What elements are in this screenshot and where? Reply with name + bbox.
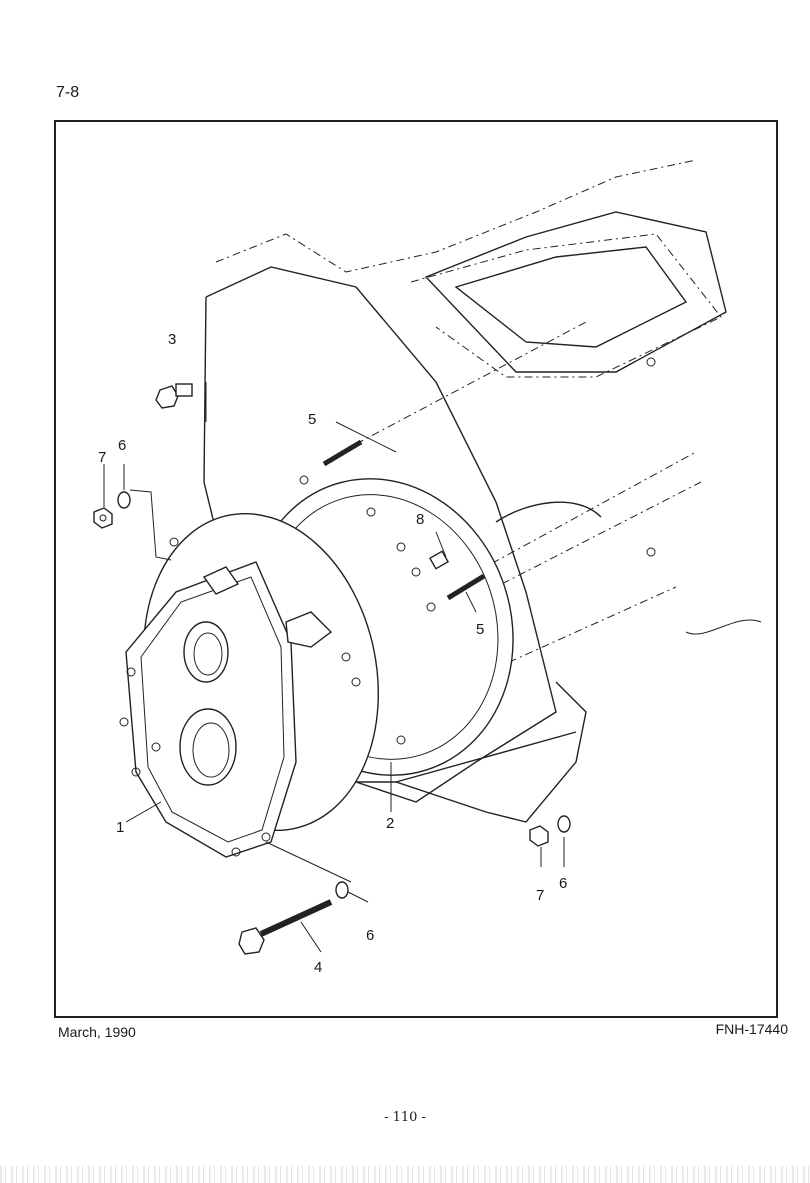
callout-6-left: 6 xyxy=(118,437,126,454)
bolt-head xyxy=(238,927,265,955)
bolt-hole xyxy=(126,667,136,677)
part-4-bolt xyxy=(238,899,333,955)
callout-5-upper: 5 xyxy=(308,411,316,428)
plug-head xyxy=(155,385,179,409)
bolt-holes xyxy=(119,357,656,857)
washer xyxy=(557,815,571,833)
leader-4 xyxy=(300,921,322,953)
leader-6-bottom xyxy=(347,891,369,903)
lower-bore-inner xyxy=(192,722,230,778)
align-line-2 xyxy=(475,451,697,573)
leader-1 xyxy=(125,801,162,823)
callout-6-right: 6 xyxy=(559,875,567,892)
callout-1: 1 xyxy=(116,819,124,836)
upper-bore-inner xyxy=(193,632,223,676)
housing-top-opening xyxy=(410,233,722,378)
mounting-lug xyxy=(285,611,333,648)
parts-diagram-frame: 3 5 7 6 8 5 2 1 7 6 6 4 xyxy=(54,120,778,1018)
housing-boss xyxy=(495,501,602,523)
bolt-hole xyxy=(351,677,361,687)
bolt-leader xyxy=(265,841,352,883)
callout-6-bottom: 6 xyxy=(366,927,374,944)
bolt-hole xyxy=(119,717,129,727)
publication-date: March, 1990 xyxy=(58,1024,136,1040)
leader-5-upper xyxy=(335,421,397,453)
bolt-hole xyxy=(341,652,351,662)
bolt-hole xyxy=(396,542,406,552)
nut xyxy=(93,507,113,529)
page-number: - 110 - xyxy=(384,1110,426,1125)
scan-edge-artifact xyxy=(0,1166,810,1183)
nut-hole xyxy=(99,514,107,522)
bolt-shank xyxy=(259,899,333,937)
part-6-washer-right xyxy=(557,815,571,833)
exploded-parts-diagram: 3 5 7 6 8 5 2 1 7 6 6 4 xyxy=(93,159,762,976)
bolt-hole xyxy=(299,475,309,485)
leader-8 xyxy=(435,531,447,558)
section-number: 7-8 xyxy=(56,84,80,101)
nut xyxy=(529,825,549,847)
bolt-hole xyxy=(426,602,436,612)
bolt-hole xyxy=(261,832,271,842)
bolt-hole xyxy=(396,735,406,745)
part-5-stud-lower xyxy=(446,573,486,601)
washer xyxy=(117,491,131,509)
callout-7-left: 7 xyxy=(98,449,106,466)
callout-7-right: 7 xyxy=(536,887,544,904)
callout-5-lower: 5 xyxy=(476,621,484,638)
washer xyxy=(335,881,349,899)
callout-8: 8 xyxy=(416,511,424,528)
plug-thread xyxy=(175,383,193,397)
document-code: FNH-17440 xyxy=(715,1021,788,1037)
part-6-washer-left xyxy=(117,491,131,509)
callout-4: 4 xyxy=(314,959,322,976)
housing-outline xyxy=(215,159,697,273)
bolt-hole xyxy=(131,767,141,777)
housing-top-inner xyxy=(454,246,688,348)
stud-body xyxy=(446,573,486,601)
part-8-dowel xyxy=(428,550,450,570)
bolt-hole xyxy=(151,742,161,752)
break-line xyxy=(685,619,762,635)
bolt-hole xyxy=(646,357,656,367)
housing-top-frame xyxy=(424,211,727,373)
bolt-hole xyxy=(169,537,179,547)
mounting-lug xyxy=(202,566,240,595)
bolt-hole xyxy=(366,507,376,517)
stud-body xyxy=(322,439,363,467)
housing-base xyxy=(395,731,577,783)
leader-5-lower xyxy=(465,591,477,613)
callout-3: 3 xyxy=(168,331,176,348)
callout-2: 2 xyxy=(386,815,394,832)
dowel-pin xyxy=(428,550,450,570)
part-7-nut-left xyxy=(93,507,113,529)
bolt-hole xyxy=(411,567,421,577)
part-5-stud-upper xyxy=(322,439,363,467)
part-3-plug xyxy=(155,383,193,409)
housing-body xyxy=(205,266,557,803)
part-7-nut-right xyxy=(529,825,549,847)
bolt-hole xyxy=(646,547,656,557)
housing-left-edge xyxy=(203,296,222,553)
bolt-hole xyxy=(231,847,241,857)
part-6-washer-bottom xyxy=(335,881,349,899)
lower-bore xyxy=(179,708,237,786)
stud-leader-left xyxy=(129,489,172,561)
upper-bore xyxy=(183,621,229,683)
align-line-1 xyxy=(355,321,587,445)
align-line-3 xyxy=(485,481,702,593)
